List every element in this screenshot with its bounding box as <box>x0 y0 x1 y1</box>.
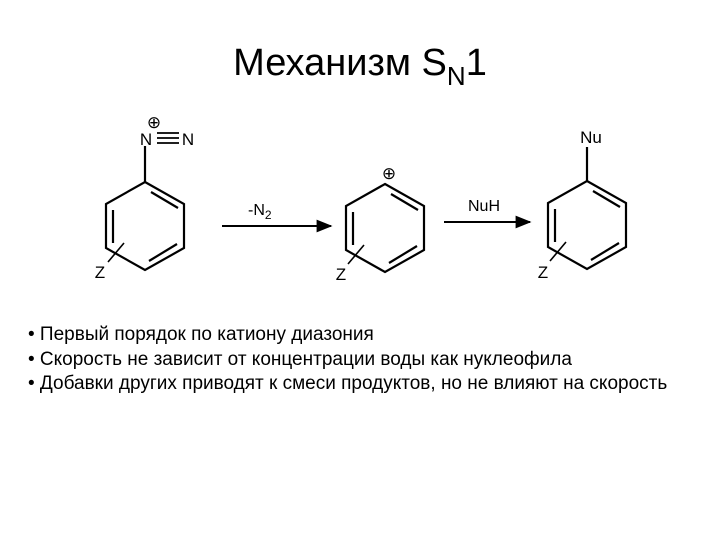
slide-title: Механизм SN1 <box>0 42 720 89</box>
arrow-1-label: -N2 <box>248 202 272 222</box>
title-suffix: 1 <box>465 42 487 84</box>
z-bond <box>107 242 125 263</box>
bullet-item: • Скорость не зависит от концентрации во… <box>28 348 572 370</box>
benzene-ring-1 <box>104 180 186 272</box>
bullet-item: • Добавки других приводят к смеси продук… <box>28 373 668 395</box>
product-molecule: Nu Z <box>538 128 628 282</box>
benzene-ring-3 <box>546 179 628 271</box>
substituent-z3: Z <box>538 263 548 282</box>
arrow-1-label-subscript: 2 <box>265 208 272 222</box>
atom-n1: N <box>140 130 152 149</box>
bullet-item: • Первый порядок по катиону диазония <box>28 324 374 345</box>
substituent-z1: Z <box>95 263 105 282</box>
positive-charge-1: ⊕ <box>147 113 161 132</box>
nucleophile-group: Nu <box>580 128 602 147</box>
aryl-cation-molecule: ⊕ Z <box>336 164 426 284</box>
arrow-2: NuH <box>444 198 532 229</box>
z-bond-3 <box>549 241 567 262</box>
bullet-list: • Первый порядок по катиону диазония • С… <box>28 323 708 397</box>
z-bond-2 <box>347 244 365 265</box>
positive-charge-2: ⊕ <box>382 164 396 183</box>
arrow-1: -N2 <box>222 202 333 233</box>
reaction-scheme: N N ⊕ Z -N2 ⊕ Z NuH Nu <box>95 113 628 284</box>
title-subscript: N <box>446 61 466 91</box>
diazonium-molecule: N N ⊕ Z <box>95 113 194 282</box>
substituent-z2: Z <box>336 265 346 284</box>
triple-bond <box>157 132 179 144</box>
title-main: Механизм S <box>233 42 447 84</box>
arrow-2-label: NuH <box>468 198 500 215</box>
atom-n2: N <box>182 130 194 149</box>
benzene-ring-2 <box>344 182 426 274</box>
arrow-1-label-prefix: -N <box>248 202 265 219</box>
